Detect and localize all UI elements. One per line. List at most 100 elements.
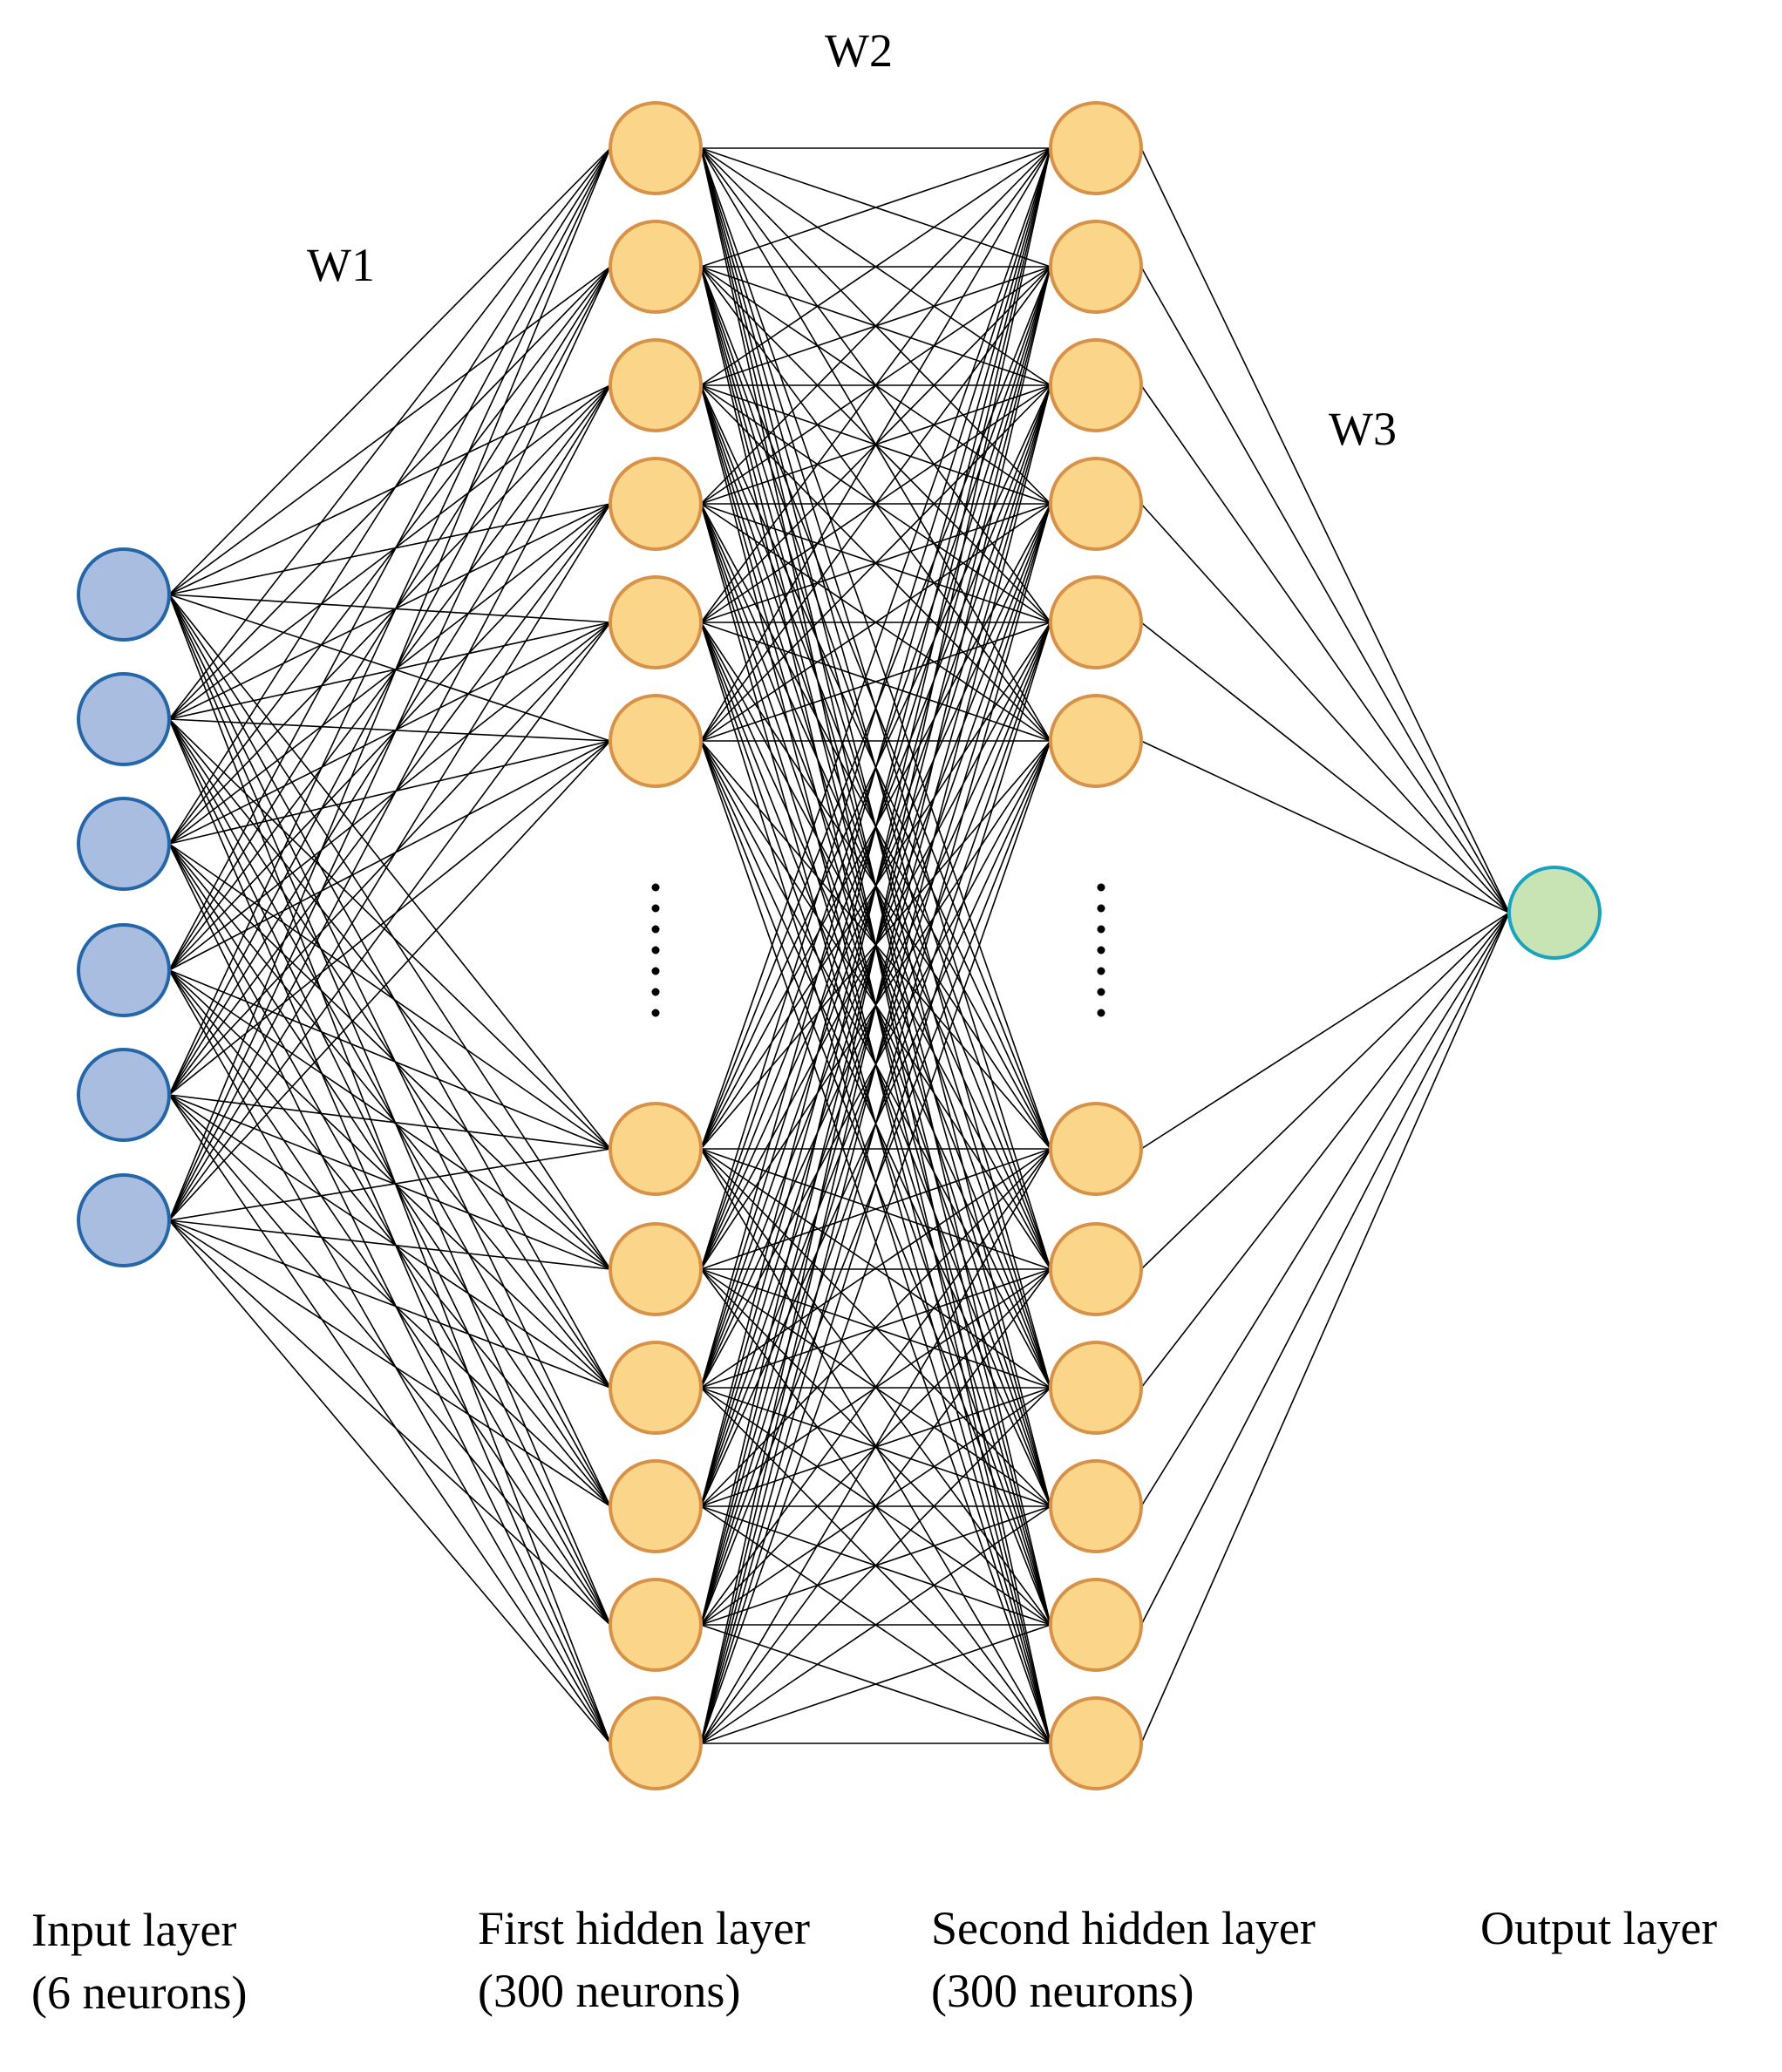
connection-w1: [168, 1219, 611, 1507]
connection-w1: [168, 147, 611, 1096]
second-hidden-ellipsis-dot: [1097, 946, 1105, 954]
connection-w3: [1140, 912, 1510, 1744]
connection-w1: [168, 503, 611, 845]
connection-w1: [168, 594, 611, 1744]
input-neuron: [77, 923, 171, 1017]
connection-w1: [168, 503, 611, 1221]
connection-w2: [700, 1624, 1051, 1744]
connection-w1: [168, 843, 611, 1389]
connection-w1: [168, 969, 611, 1744]
input-layer-count: (6 neurons): [31, 1967, 248, 2019]
first-hidden-ellipsis-dot: [651, 988, 660, 996]
second-hidden-layer-name: Second hidden layer: [931, 1902, 1316, 1954]
weight-label-w3: W3: [1329, 403, 1397, 455]
connection-w2: [700, 1387, 1051, 1744]
connection-w1: [168, 503, 611, 720]
first-hidden-neuron: [609, 220, 703, 314]
connection-w1: [168, 1148, 611, 1221]
connection-w1: [168, 969, 611, 1150]
connection-w2: [700, 147, 1051, 742]
connection-w1: [168, 503, 611, 971]
first-hidden-layer-count: (300 neurons): [478, 1965, 741, 2017]
connection-w1: [168, 718, 611, 1626]
weight-label-w1: W1: [307, 239, 375, 291]
output-layer-label: Output layer: [1480, 1897, 1717, 1960]
connection-w1: [168, 384, 611, 720]
connection-w1: [168, 384, 611, 1096]
second-hidden-neuron: [1049, 575, 1143, 669]
output-neuron: [1507, 866, 1602, 960]
second-hidden-neuron: [1049, 457, 1143, 551]
connection-w1: [168, 718, 611, 742]
second-hidden-ellipsis-dot: [1097, 1009, 1105, 1017]
connection-w1: [168, 594, 611, 742]
connection-w1: [168, 266, 611, 845]
connection-w1: [168, 147, 611, 720]
connection-w2: [700, 1268, 1051, 1744]
first-hidden-neuron: [609, 1578, 703, 1672]
connection-w1: [168, 266, 611, 1221]
first-hidden-neuron: [609, 1222, 703, 1316]
second-hidden-neuron: [1049, 338, 1143, 432]
neurons: [77, 101, 1602, 1790]
connection-w1: [168, 843, 611, 1150]
connection-w2: [700, 384, 1051, 1744]
input-layer-label: Input layer (6 neurons): [31, 1899, 247, 2024]
connection-w2: [700, 147, 1051, 268]
output-layer-name: Output layer: [1480, 1902, 1717, 1954]
connection-w1: [168, 740, 611, 845]
connection-w1: [168, 1094, 611, 1389]
connection-w1: [168, 594, 611, 1389]
first-hidden-layer-label: First hidden layer (300 neurons): [478, 1897, 810, 2022]
second-hidden-neuron: [1049, 1102, 1143, 1196]
connection-w1: [168, 594, 611, 1150]
connection-w1: [168, 718, 611, 1744]
connection-w1: [168, 1219, 611, 1744]
connection-w1: [168, 1094, 611, 1744]
connection-w2: [700, 1148, 1051, 1744]
connection-w1: [168, 1094, 611, 1270]
connection-w3: [1140, 912, 1510, 1270]
connection-w1: [168, 594, 611, 1507]
input-neuron: [77, 1048, 171, 1142]
second-hidden-ellipsis-dot: [1097, 925, 1105, 934]
first-hidden-ellipsis-dot: [651, 925, 660, 934]
connection-w1: [168, 594, 611, 623]
connection-w2: [700, 1148, 1051, 1626]
connection-w1: [168, 1094, 611, 1507]
first-hidden-neuron: [609, 338, 703, 432]
input-layer-name: Input layer: [31, 1904, 237, 1956]
ellipsis-dots: [651, 883, 1105, 1017]
first-hidden-layer-name: First hidden layer: [478, 1902, 810, 1954]
second-hidden-ellipsis-dot: [1097, 967, 1105, 975]
connection-w1: [168, 1219, 611, 1270]
second-hidden-neuron: [1049, 101, 1143, 195]
second-hidden-neuron: [1049, 220, 1143, 314]
second-hidden-layer-count: (300 neurons): [931, 1965, 1194, 2017]
connection-w1: [168, 384, 611, 595]
connection-w1: [168, 1219, 611, 1389]
input-neuron: [77, 547, 171, 642]
first-hidden-neuron: [609, 1102, 703, 1196]
connection-w2: [700, 1148, 1051, 1507]
first-hidden-ellipsis-dot: [651, 1009, 660, 1017]
second-hidden-neuron: [1049, 694, 1143, 788]
first-hidden-neuron: [609, 101, 703, 195]
connection-w1: [168, 266, 611, 595]
first-hidden-neuron: [609, 575, 703, 669]
connection-w1: [168, 384, 611, 971]
connection-w2: [700, 147, 1051, 505]
weight-label-w2: W2: [825, 24, 893, 77]
connection-w1: [168, 1219, 611, 1626]
connection-w1: [168, 147, 611, 1221]
connection-w2: [700, 147, 1051, 623]
connection-w2: [700, 740, 1051, 1744]
connection-w2: [700, 503, 1051, 1744]
connection-w2: [700, 147, 1051, 1150]
connection-w1: [168, 1094, 611, 1150]
connection-w2: [700, 266, 1051, 742]
connection-w3: [1140, 147, 1510, 914]
second-hidden-neuron: [1049, 1578, 1143, 1672]
connection-w1: [168, 718, 611, 1389]
